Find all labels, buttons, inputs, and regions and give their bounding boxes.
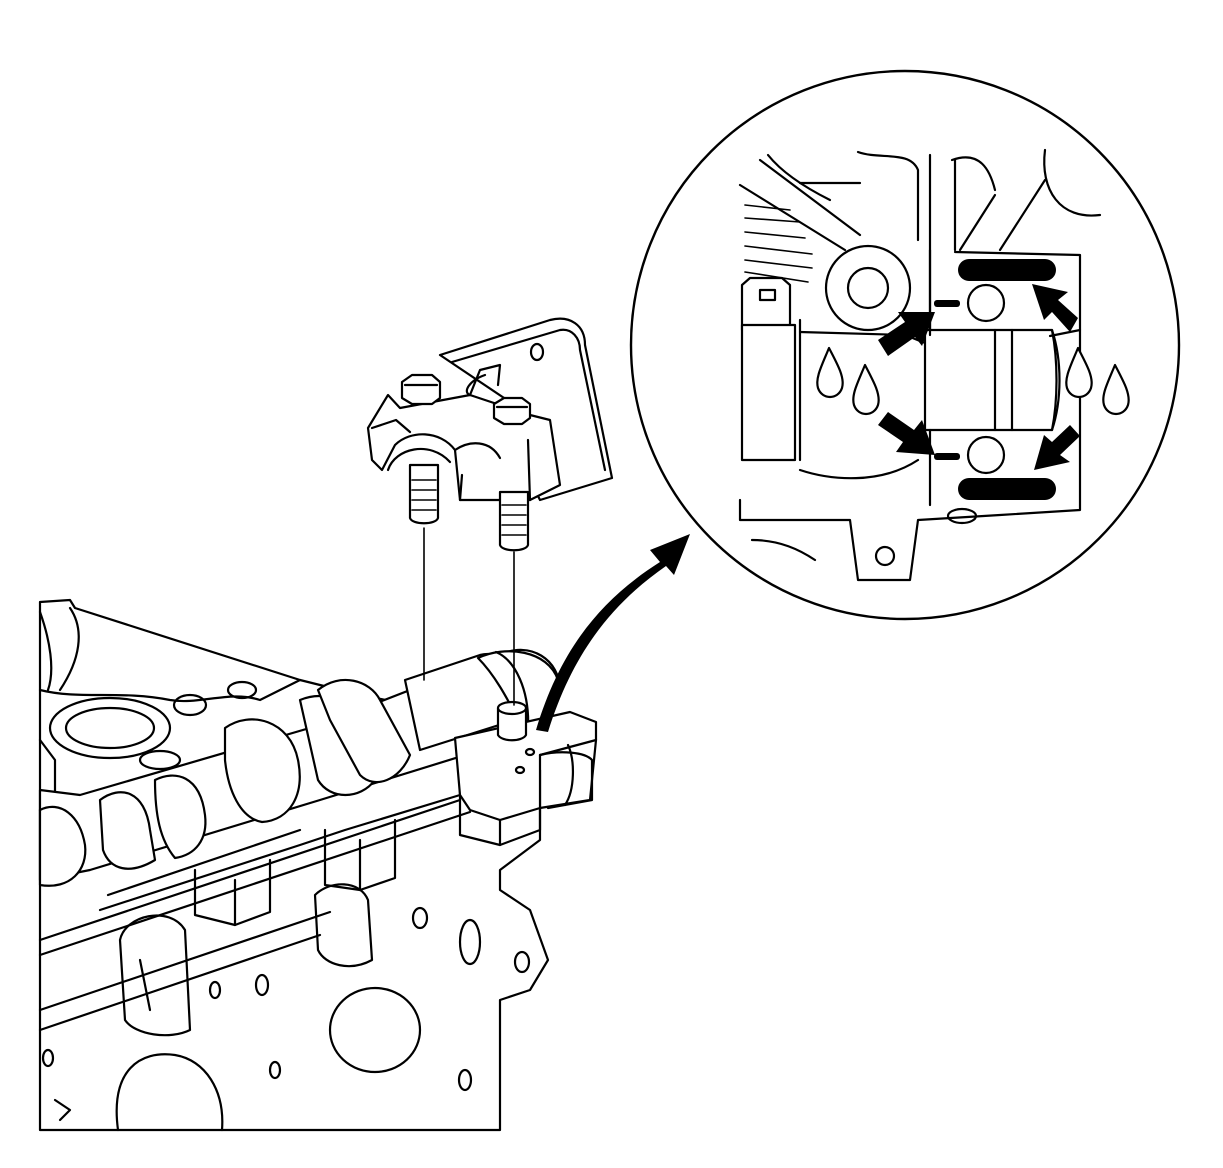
sealant-bar-top [958,259,1056,281]
camshaft-bearing-cap [366,317,614,502]
cap-bolt-right [498,490,530,552]
sealant-bar-bottom [958,478,1056,500]
fluid-drop-4 [1102,363,1130,416]
rear-housing [453,710,598,822]
detail-camshaft-journal [923,328,1058,432]
detail-magnifier [629,69,1181,621]
detail-circle [629,69,1181,621]
detail-arrow-lower-left [878,412,935,455]
fluid-drop-2 [852,363,880,416]
camshaft [38,648,562,887]
cap-bolt-left [408,463,440,525]
detail-arrow-upper-left [878,312,935,356]
detail-arrow-lower-right [1034,425,1080,470]
fluid-drop-3 [1065,346,1093,399]
magnify-callout-arrow [536,534,690,732]
detail-arrow-upper-right [1032,284,1078,332]
locating-dowel [496,700,528,742]
fluid-drop-1 [816,346,844,399]
